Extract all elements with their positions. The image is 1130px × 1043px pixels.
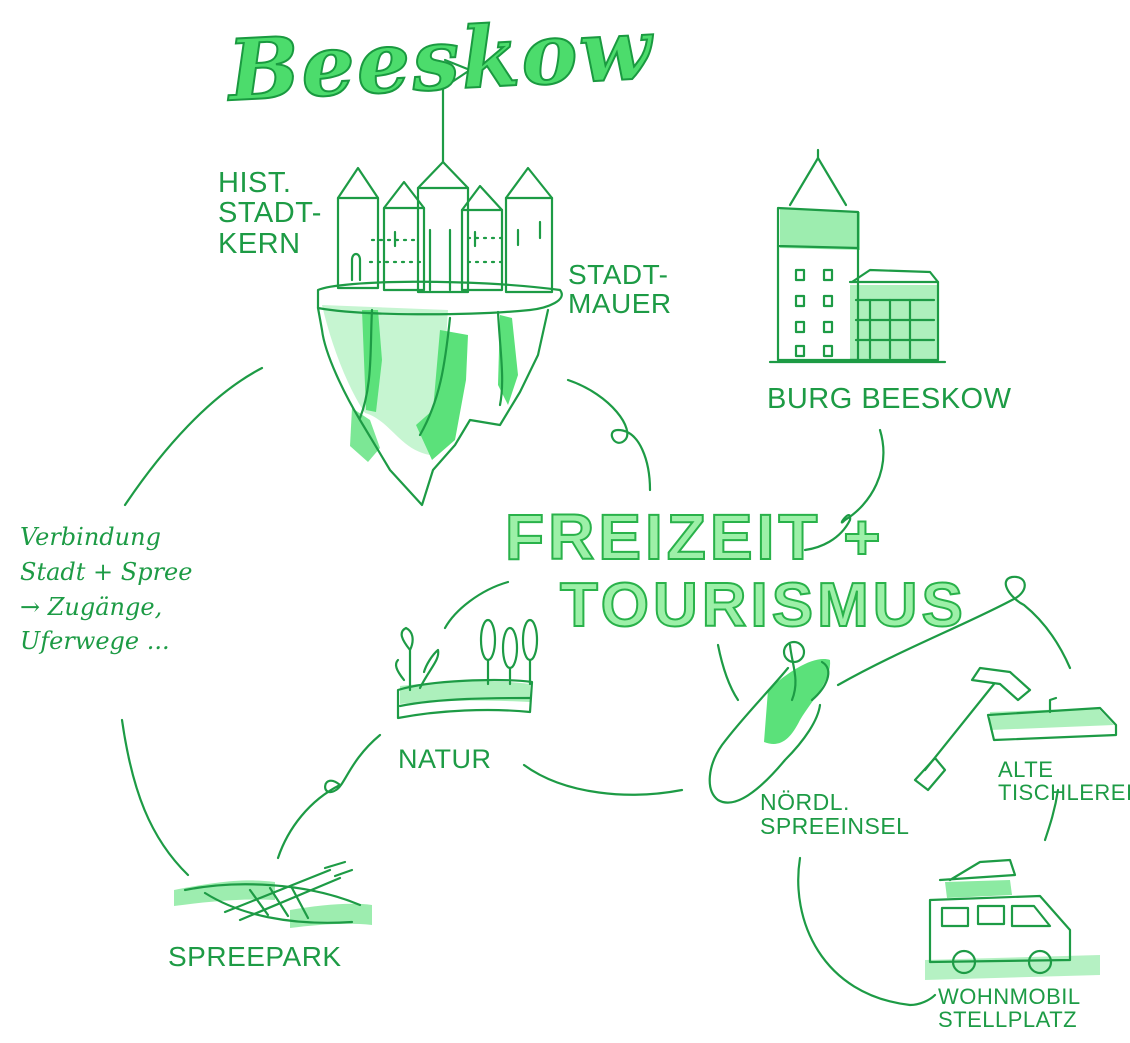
connector-natur-spreepark xyxy=(276,733,382,860)
label-hist-stadtkern: HIST. STADT- KERN xyxy=(218,167,322,260)
connector-spreeinsel-stellplatz xyxy=(797,856,937,1007)
connector-natur-spreeinsel xyxy=(522,763,684,796)
connector-castle-center xyxy=(566,378,652,492)
nature-plants-icon xyxy=(394,618,539,720)
label-stadtmauer: STADT- MAUER xyxy=(568,259,672,320)
connector-center-natur xyxy=(443,580,510,630)
label-noerdl-spreeinsel: NÖRDL. SPREEINSEL xyxy=(760,789,910,840)
label-alte-tischlerei: ALTE TISCHLEREI xyxy=(998,757,1130,806)
burg-tower-icon xyxy=(768,148,947,364)
center-topic-line2: TOURISMUS xyxy=(559,570,967,641)
rowboat-icon xyxy=(174,860,372,928)
connector-tischlerei-stellplatz xyxy=(1043,788,1060,842)
connector-spreeinsel-tischlerei xyxy=(836,575,1072,687)
island-pin-icon xyxy=(708,640,831,804)
center-topic-line1: FREIZEIT + xyxy=(504,500,885,574)
label-natur: NATUR xyxy=(398,744,492,774)
connector-castle-verbindung xyxy=(123,366,264,507)
label-spreepark: SPREEPARK xyxy=(168,941,342,972)
connector-center-spreeinsel xyxy=(716,643,740,702)
label-burg-beeskow: BURG BEESKOW xyxy=(767,383,1012,415)
connector-burg-center xyxy=(803,428,885,552)
label-verbindung-note: Verbindung Stadt + Spree → Zugänge, Ufer… xyxy=(20,523,193,656)
camper-van-icon xyxy=(925,858,1100,980)
floating-castle-icon xyxy=(316,58,563,507)
connector-verbindung-spreepark xyxy=(120,718,190,877)
label-wohnmobil-stellplatz: WOHNMOBIL STELLPLATZ xyxy=(938,984,1081,1033)
hammer-icon xyxy=(913,666,1118,792)
